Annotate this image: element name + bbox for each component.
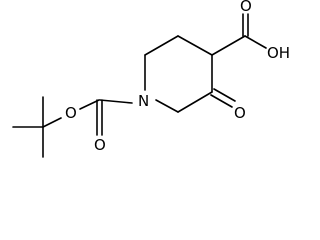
bond-tbu-to-ether-oxygen: [42, 117, 62, 128]
bond-c5-c6: [177, 91, 213, 113]
ether-oxygen-label: O: [65, 104, 77, 122]
bond-ketone-double-b: [213, 88, 236, 102]
bond-ketone-double-a: [210, 94, 233, 108]
bond-c3-c4: [177, 35, 213, 56]
bond-c4-to-carboxyl-carbon: [211, 35, 246, 56]
bond-carboxyl-to-hydroxyl: [244, 35, 267, 49]
carboxyl-hydroxyl-label: OH: [267, 44, 290, 62]
bond-carbonyl-to-nitrogen: [99, 99, 133, 104]
piperidine-ring: [144, 35, 213, 113]
bond-ether-oxygen-to-carbonyl: [79, 99, 100, 110]
bond-c2-c3: [144, 35, 179, 56]
carboxyl-carbonyl-oxygen-label: O: [240, 0, 252, 15]
carbamate-group: [79, 99, 133, 136]
bond-c6-n: [155, 99, 179, 113]
carbamate-carbonyl-oxygen-label: O: [94, 136, 106, 154]
tert-butyl-group: [12, 96, 62, 158]
chemical-structure-diagram: O O N O O OH: [12, 0, 290, 158]
ketone-oxygen-label: O: [234, 104, 246, 122]
ketone-group: [210, 88, 236, 108]
ring-nitrogen-label: N: [138, 92, 149, 110]
carboxylic-acid-group: [211, 13, 267, 56]
